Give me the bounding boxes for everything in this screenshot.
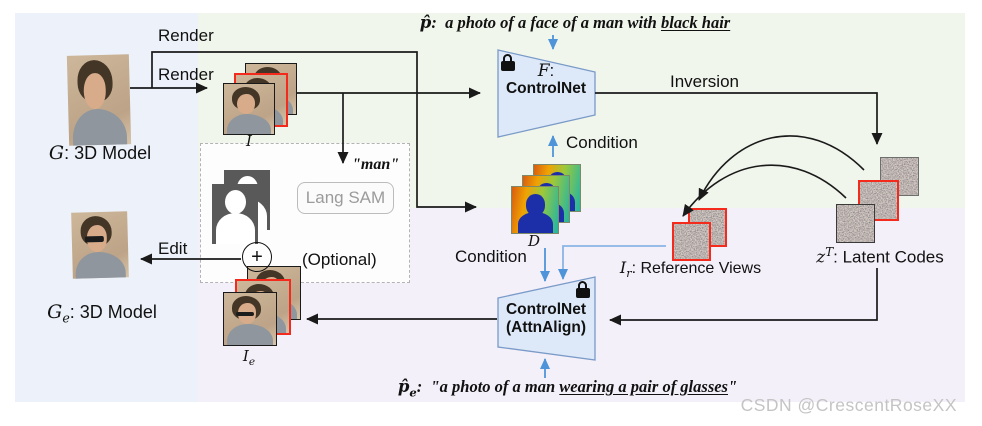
optional-label: (Optional) xyxy=(302,250,377,269)
condition-lower-label: Condition xyxy=(455,247,527,266)
portrait-glasses xyxy=(85,235,105,243)
edited-model-image xyxy=(71,211,129,279)
portrait-face xyxy=(83,72,107,110)
inversion-label: Inversion xyxy=(670,72,739,91)
source-model-image xyxy=(66,54,132,146)
portrait-body xyxy=(71,108,128,146)
edited-image-front xyxy=(223,292,277,346)
bottom-prompt: p̂e: "a photo of a man wearing a pair of… xyxy=(397,377,738,400)
lock-icon xyxy=(501,54,515,71)
rendered-images-label: I xyxy=(246,132,252,150)
portrait-body xyxy=(75,250,126,279)
rendered-image-front xyxy=(223,83,275,135)
top-prompt: p̂: a photo of a face of a man with blac… xyxy=(419,13,731,32)
controlnet-bottom-label: ControlNet (AttnAlign) xyxy=(505,301,587,336)
depth-map-front xyxy=(511,186,559,234)
latent-codes-label: zT: Latent Codes xyxy=(816,245,944,268)
reference-views-label: Ir: Reference Views xyxy=(619,258,762,281)
merge-plus-icon: + xyxy=(242,242,272,272)
lang-sam-button[interactable]: Lang SAM xyxy=(297,182,394,214)
render-top-label: Render xyxy=(158,26,214,45)
depth-maps-label: D xyxy=(527,232,541,250)
segmentation-mask-front xyxy=(212,184,258,244)
edit-label: Edit xyxy=(158,239,188,258)
man-query-label: "man" xyxy=(352,156,400,173)
reference-view-front xyxy=(672,222,711,261)
watermark: CSDN @CrescentRoseXX xyxy=(740,395,957,415)
latent-code-front xyxy=(836,204,875,243)
render-bottom-label: Render xyxy=(158,65,214,84)
condition-upper-label: Condition xyxy=(566,133,638,152)
edited-images-label: Ie xyxy=(242,347,256,368)
edited-model-label: Ge: 3D Model xyxy=(47,301,157,326)
source-model-label: G: 3D Model xyxy=(48,142,152,164)
lock-icon xyxy=(576,281,590,298)
